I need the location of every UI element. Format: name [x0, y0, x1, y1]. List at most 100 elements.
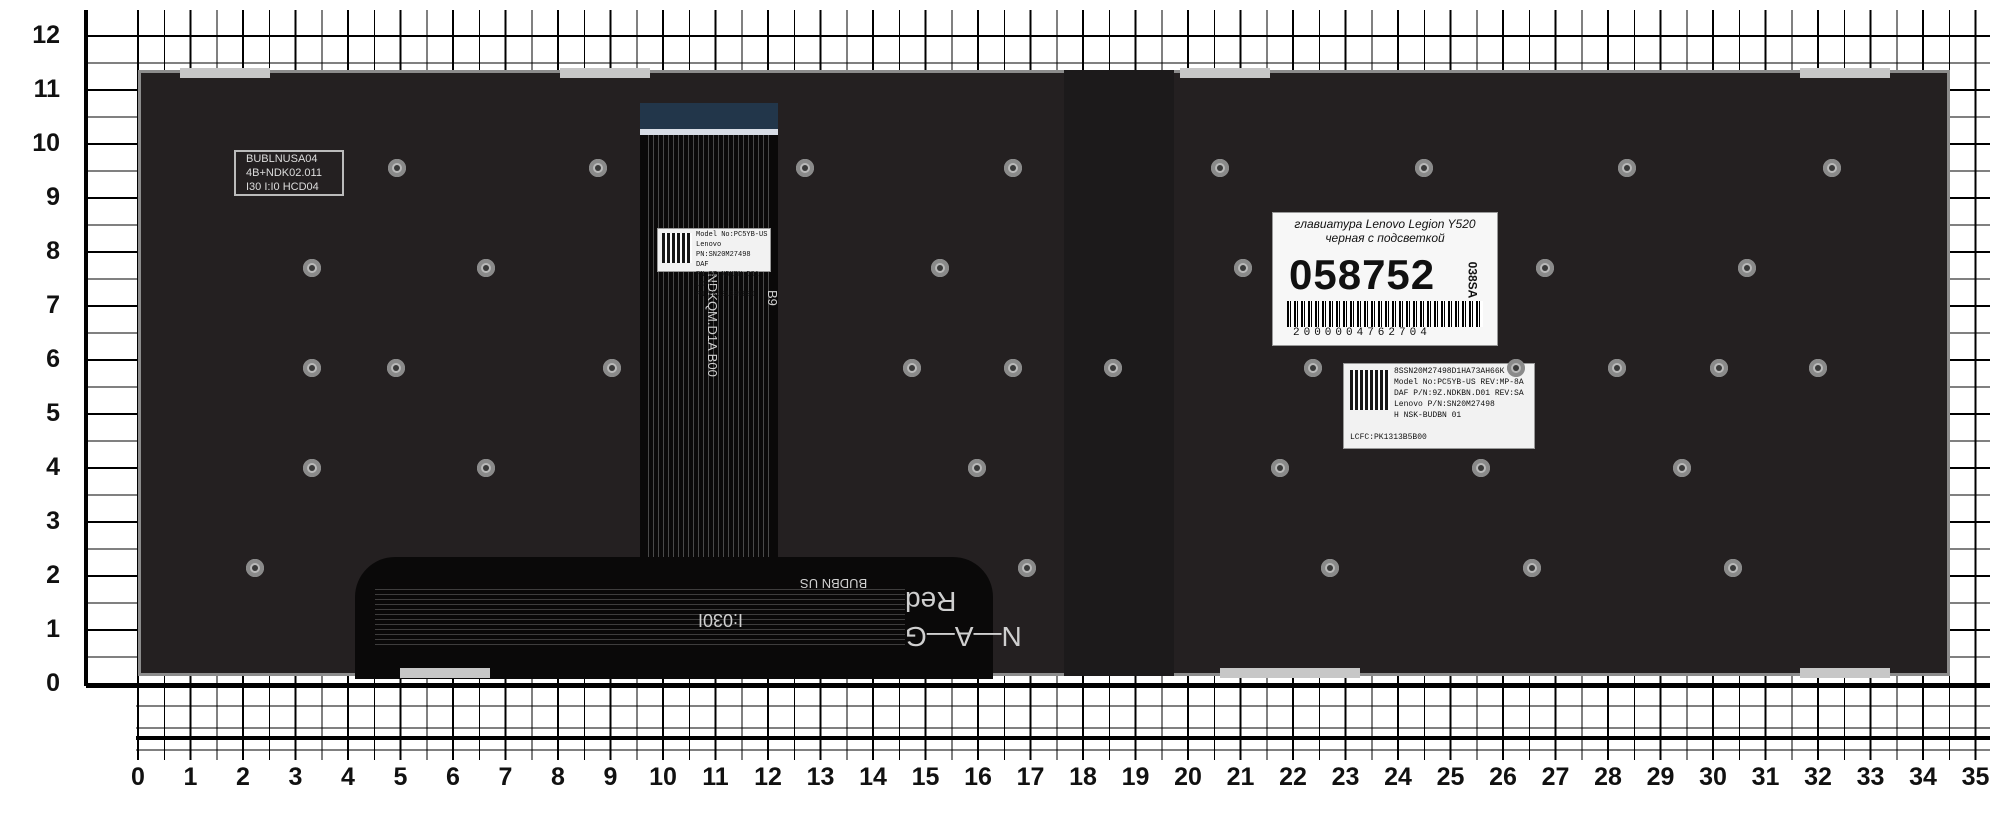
lot-print: I:030I	[698, 610, 744, 630]
screw-hole	[603, 359, 621, 377]
x-tick-label: 19	[1121, 763, 1150, 791]
screw-hole	[968, 459, 986, 477]
barcode	[1287, 301, 1483, 327]
x-tick-label: 6	[446, 763, 460, 791]
screw-hole	[931, 259, 949, 277]
screw-hole	[1321, 559, 1339, 577]
x-tick-label: 0	[131, 763, 145, 791]
x-tick-label: 12	[754, 763, 782, 791]
model-label-2-line: DAF P/N:9Z.NDKBN.D01 REV:SA	[1394, 389, 1524, 398]
screw-hole	[1608, 359, 1626, 377]
screw-hole	[1523, 559, 1541, 577]
x-tick-label: 23	[1331, 763, 1360, 791]
screw-hole	[1104, 359, 1122, 377]
model-label-2-line: 8SSN20M27498D1HA73AH66K	[1394, 367, 1505, 376]
model-label-1-line: DAF PN:9Z.NDKBN.D01	[696, 261, 760, 279]
y-tick-label: 8	[46, 237, 60, 265]
model-label-1-line: Model No:PC5YB-US	[696, 231, 768, 239]
x-tick-label: 2	[236, 763, 250, 791]
screw-hole	[246, 559, 264, 577]
y-tick-label: 11	[33, 75, 60, 103]
screw-hole	[1211, 159, 1229, 177]
price-tag-side: 038SA	[1465, 261, 1480, 299]
x-tick-label: 25	[1436, 763, 1465, 791]
screw-hole	[1738, 259, 1756, 277]
cable-traces	[648, 135, 770, 575]
screw-hole	[387, 359, 405, 377]
y-tick-label: 0	[46, 669, 60, 697]
silver-tag: BUBLNUSA04 4B+NDK02.011 I30 I:I0 HCD04	[234, 150, 344, 196]
screw-hole	[796, 159, 814, 177]
qr-code	[662, 233, 692, 263]
x-tick-label: 11	[702, 763, 729, 791]
x-tick-label: 27	[1541, 763, 1570, 791]
y-tick-label: 4	[46, 453, 60, 481]
x-tick-label: 4	[341, 763, 355, 791]
y-tick-label: 2	[46, 561, 60, 589]
x-tick-label: 22	[1279, 763, 1307, 791]
screw-hole	[1724, 559, 1742, 577]
mounting-tab	[560, 68, 650, 78]
x-tick-label: 29	[1646, 763, 1675, 791]
y-tick-label: 9	[46, 183, 60, 211]
mounting-tab	[400, 668, 490, 678]
mounting-tab	[1800, 68, 1890, 78]
qr-code	[1350, 370, 1390, 410]
x-tick-label: 31	[1751, 763, 1780, 791]
screw-hole	[903, 359, 921, 377]
screw-hole	[1507, 359, 1525, 377]
screw-hole	[1004, 159, 1022, 177]
screw-hole	[1673, 459, 1691, 477]
x-tick-label: 16	[964, 763, 992, 791]
model-label-2-line: LCFC:PK1313B5B00	[1350, 433, 1427, 442]
screw-hole	[477, 259, 495, 277]
screw-hole	[1472, 459, 1490, 477]
model-label-1-line: Lenovo PN:SN20M27498	[696, 241, 751, 259]
screw-hole	[1271, 459, 1289, 477]
y-tick-label: 12	[32, 21, 60, 49]
nag-print: N—A—G	[905, 621, 1022, 652]
silver-tag-line: BUBLNUSA04	[246, 153, 318, 165]
x-tick-label: 7	[498, 763, 513, 791]
x-tick-label: 28	[1594, 763, 1622, 791]
silver-tag-line: 4B+NDK02.011	[246, 167, 322, 179]
price-tag-title: главиатура Lenovo Legion Y520 черная с п…	[1294, 217, 1476, 245]
x-tick-label: 17	[1016, 763, 1045, 791]
y-tick-label: 6	[46, 345, 60, 373]
x-tick-label: 21	[1226, 763, 1255, 791]
mounting-tab	[1180, 68, 1270, 78]
x-tick-label: 32	[1804, 763, 1832, 791]
cable-connector	[640, 103, 778, 135]
mounting-tab	[1800, 668, 1890, 678]
x-tick-label: 15	[911, 763, 940, 791]
screw-hole	[1234, 259, 1252, 277]
cable-foot	[355, 557, 993, 679]
cable-foot-traces	[375, 585, 905, 645]
screw-hole	[303, 359, 321, 377]
x-tick-label: 8	[551, 763, 565, 791]
x-tick-label: 18	[1069, 763, 1097, 791]
x-tick-label: 9	[603, 763, 618, 791]
screw-hole	[1018, 559, 1036, 577]
x-tick-label: 10	[649, 763, 677, 791]
model-label-1: Model No:PC5YB-US Lenovo PN:SN20M27498 D…	[657, 228, 771, 299]
y-tick-label: 3	[46, 507, 60, 535]
x-tick-label: 20	[1174, 763, 1202, 791]
mounting-tab	[1220, 668, 1360, 678]
screw-hole	[1004, 359, 1022, 377]
silver-tag-line: I30 I:I0 HCD04	[246, 181, 319, 193]
price-tag: главиатура Lenovo Legion Y520 черная с п…	[1272, 212, 1498, 346]
screw-hole	[1415, 159, 1433, 177]
screw-hole	[303, 459, 321, 477]
model-label-2: 8SSN20M27498D1HA73AH66K Model No:PC5YB-U…	[1343, 363, 1535, 449]
screw-hole	[589, 159, 607, 177]
y-tick-label: 5	[46, 399, 60, 427]
screw-hole	[1823, 159, 1841, 177]
mounting-tab	[180, 68, 270, 78]
x-tick-label: 30	[1699, 763, 1727, 791]
model-label-2-line: Lenovo P/N:SN20M27498	[1394, 400, 1495, 409]
barcode-number: 2000004762704	[1293, 327, 1431, 339]
price-tag-code: 058752	[1289, 251, 1436, 298]
screw-hole	[1304, 359, 1322, 377]
x-tick-label: 33	[1856, 763, 1885, 791]
